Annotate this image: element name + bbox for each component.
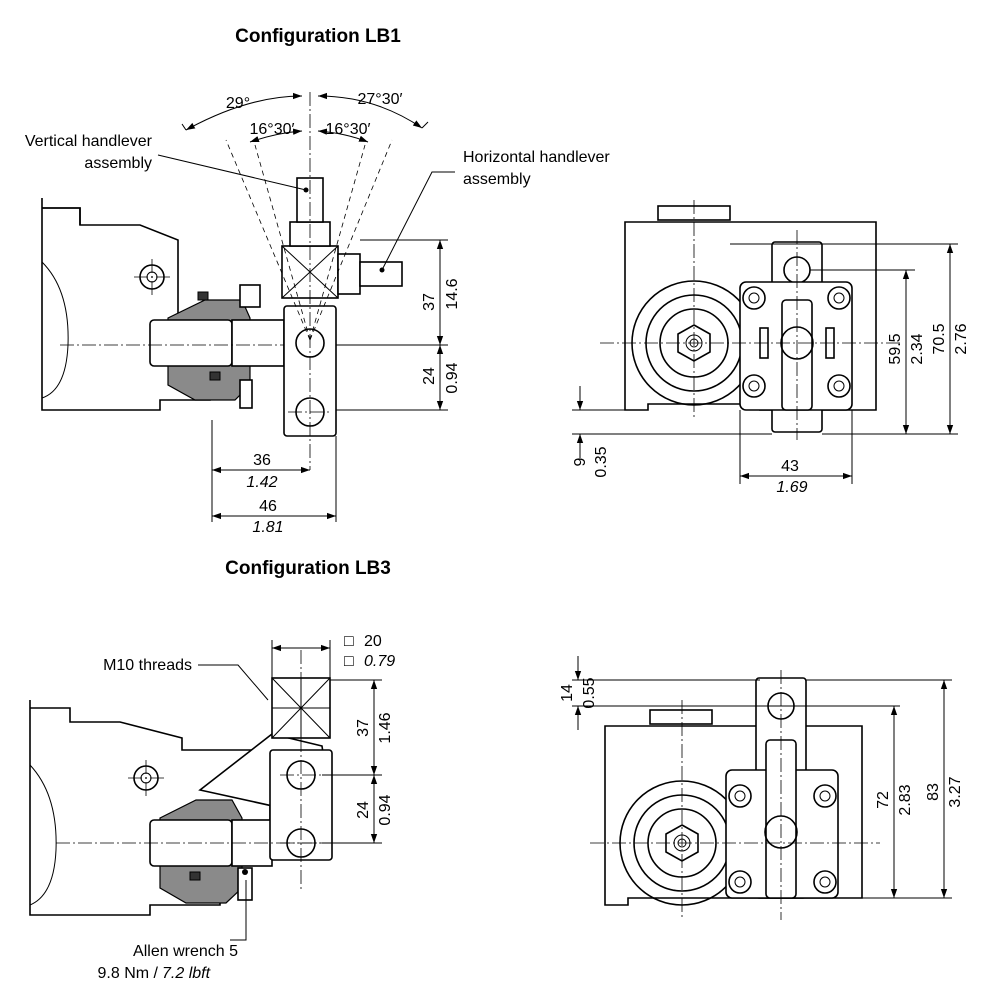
dim-14-6: 14.6 — [444, 278, 461, 309]
dim-3-27: 3.27 — [947, 776, 964, 807]
dim-36: 36 — [253, 452, 271, 469]
dim-70-5: 70.5 — [931, 323, 948, 354]
dim-9: 9 — [572, 457, 589, 466]
lb1-right-dimensions: 59.5 2.34 70.5 2.76 9 0.35 43 1.69 — [572, 243, 970, 496]
lb1-angle-dimensions: 29° 27°30′ 16°30′ 16°30′ — [181, 91, 429, 143]
lb1-side-view — [41, 92, 403, 470]
lb3-right-dimensions: 14 0.55 72 2.83 83 3.27 — [559, 656, 964, 899]
dim-0-35: 0.35 — [593, 446, 610, 477]
dim-2-76: 2.76 — [953, 323, 970, 354]
lb3-left-dimensions: □ 20 □ 0.79 37 1.46 24 0.94 — [271, 633, 395, 844]
angle-27-30: 27°30′ — [358, 91, 403, 108]
lb1-callouts: Vertical handlever assembly Horizontal h… — [25, 133, 610, 273]
dim-0-94: 0.94 — [444, 362, 461, 393]
title-configuration-lb3: Configuration LB3 — [225, 558, 391, 579]
label-vertical-handlever-1: Vertical handlever — [25, 133, 153, 150]
dim-37: 37 — [421, 293, 438, 311]
label-horizontal-handlever-2: assembly — [463, 171, 531, 188]
dim-24: 24 — [421, 367, 438, 385]
dim-1-69: 1.69 — [776, 479, 807, 496]
label-horizontal-handlever-1: Horizontal handlever — [463, 149, 610, 166]
dim-2-34: 2.34 — [909, 333, 926, 364]
dim-0-94-lb3: 0.94 — [377, 794, 394, 825]
label-allen-wrench: Allen wrench 5 — [133, 943, 238, 960]
dim-0-79: 0.79 — [364, 653, 395, 670]
dim-46: 46 — [259, 498, 277, 515]
label-torque-lbft: 7.2 lbft — [162, 965, 211, 982]
lb3-front-view — [590, 670, 880, 920]
lb1-front-view — [600, 200, 900, 440]
dim-59-5: 59.5 — [887, 333, 904, 364]
label-vertical-handlever-2: assembly — [84, 155, 152, 172]
dim-24-lb3: 24 — [355, 801, 372, 819]
angle-29: 29° — [226, 95, 250, 112]
angle-16-30-left: 16°30′ — [250, 121, 295, 138]
label-m10-threads: M10 threads — [103, 657, 192, 674]
dim-1-42: 1.42 — [246, 474, 277, 491]
lb3-side-view — [29, 650, 340, 916]
dim-20: 20 — [364, 633, 382, 650]
label-torque-nm: 9.8 Nm / — [98, 965, 159, 982]
lb1-left-dimensions: 37 14.6 24 0.94 36 1.42 46 1.81 — [211, 239, 461, 536]
angle-16-30-right: 16°30′ — [326, 121, 371, 138]
dim-0-55: 0.55 — [581, 677, 598, 708]
title-configuration-lb1: Configuration LB1 — [235, 26, 401, 47]
dim-43: 43 — [781, 458, 799, 475]
dim-83: 83 — [925, 783, 942, 801]
square-symbol-079: □ — [344, 653, 354, 670]
dim-2-83: 2.83 — [897, 784, 914, 815]
dim-72: 72 — [875, 791, 892, 809]
dim-14: 14 — [559, 684, 576, 702]
lb3-callouts: M10 threads Allen wrench 5 9.8 Nm / 7.2 … — [98, 657, 269, 982]
dim-37-lb3: 37 — [355, 719, 372, 737]
dim-1-46: 1.46 — [377, 712, 394, 743]
square-symbol-20: □ — [344, 633, 354, 650]
dim-1-81: 1.81 — [252, 519, 283, 536]
